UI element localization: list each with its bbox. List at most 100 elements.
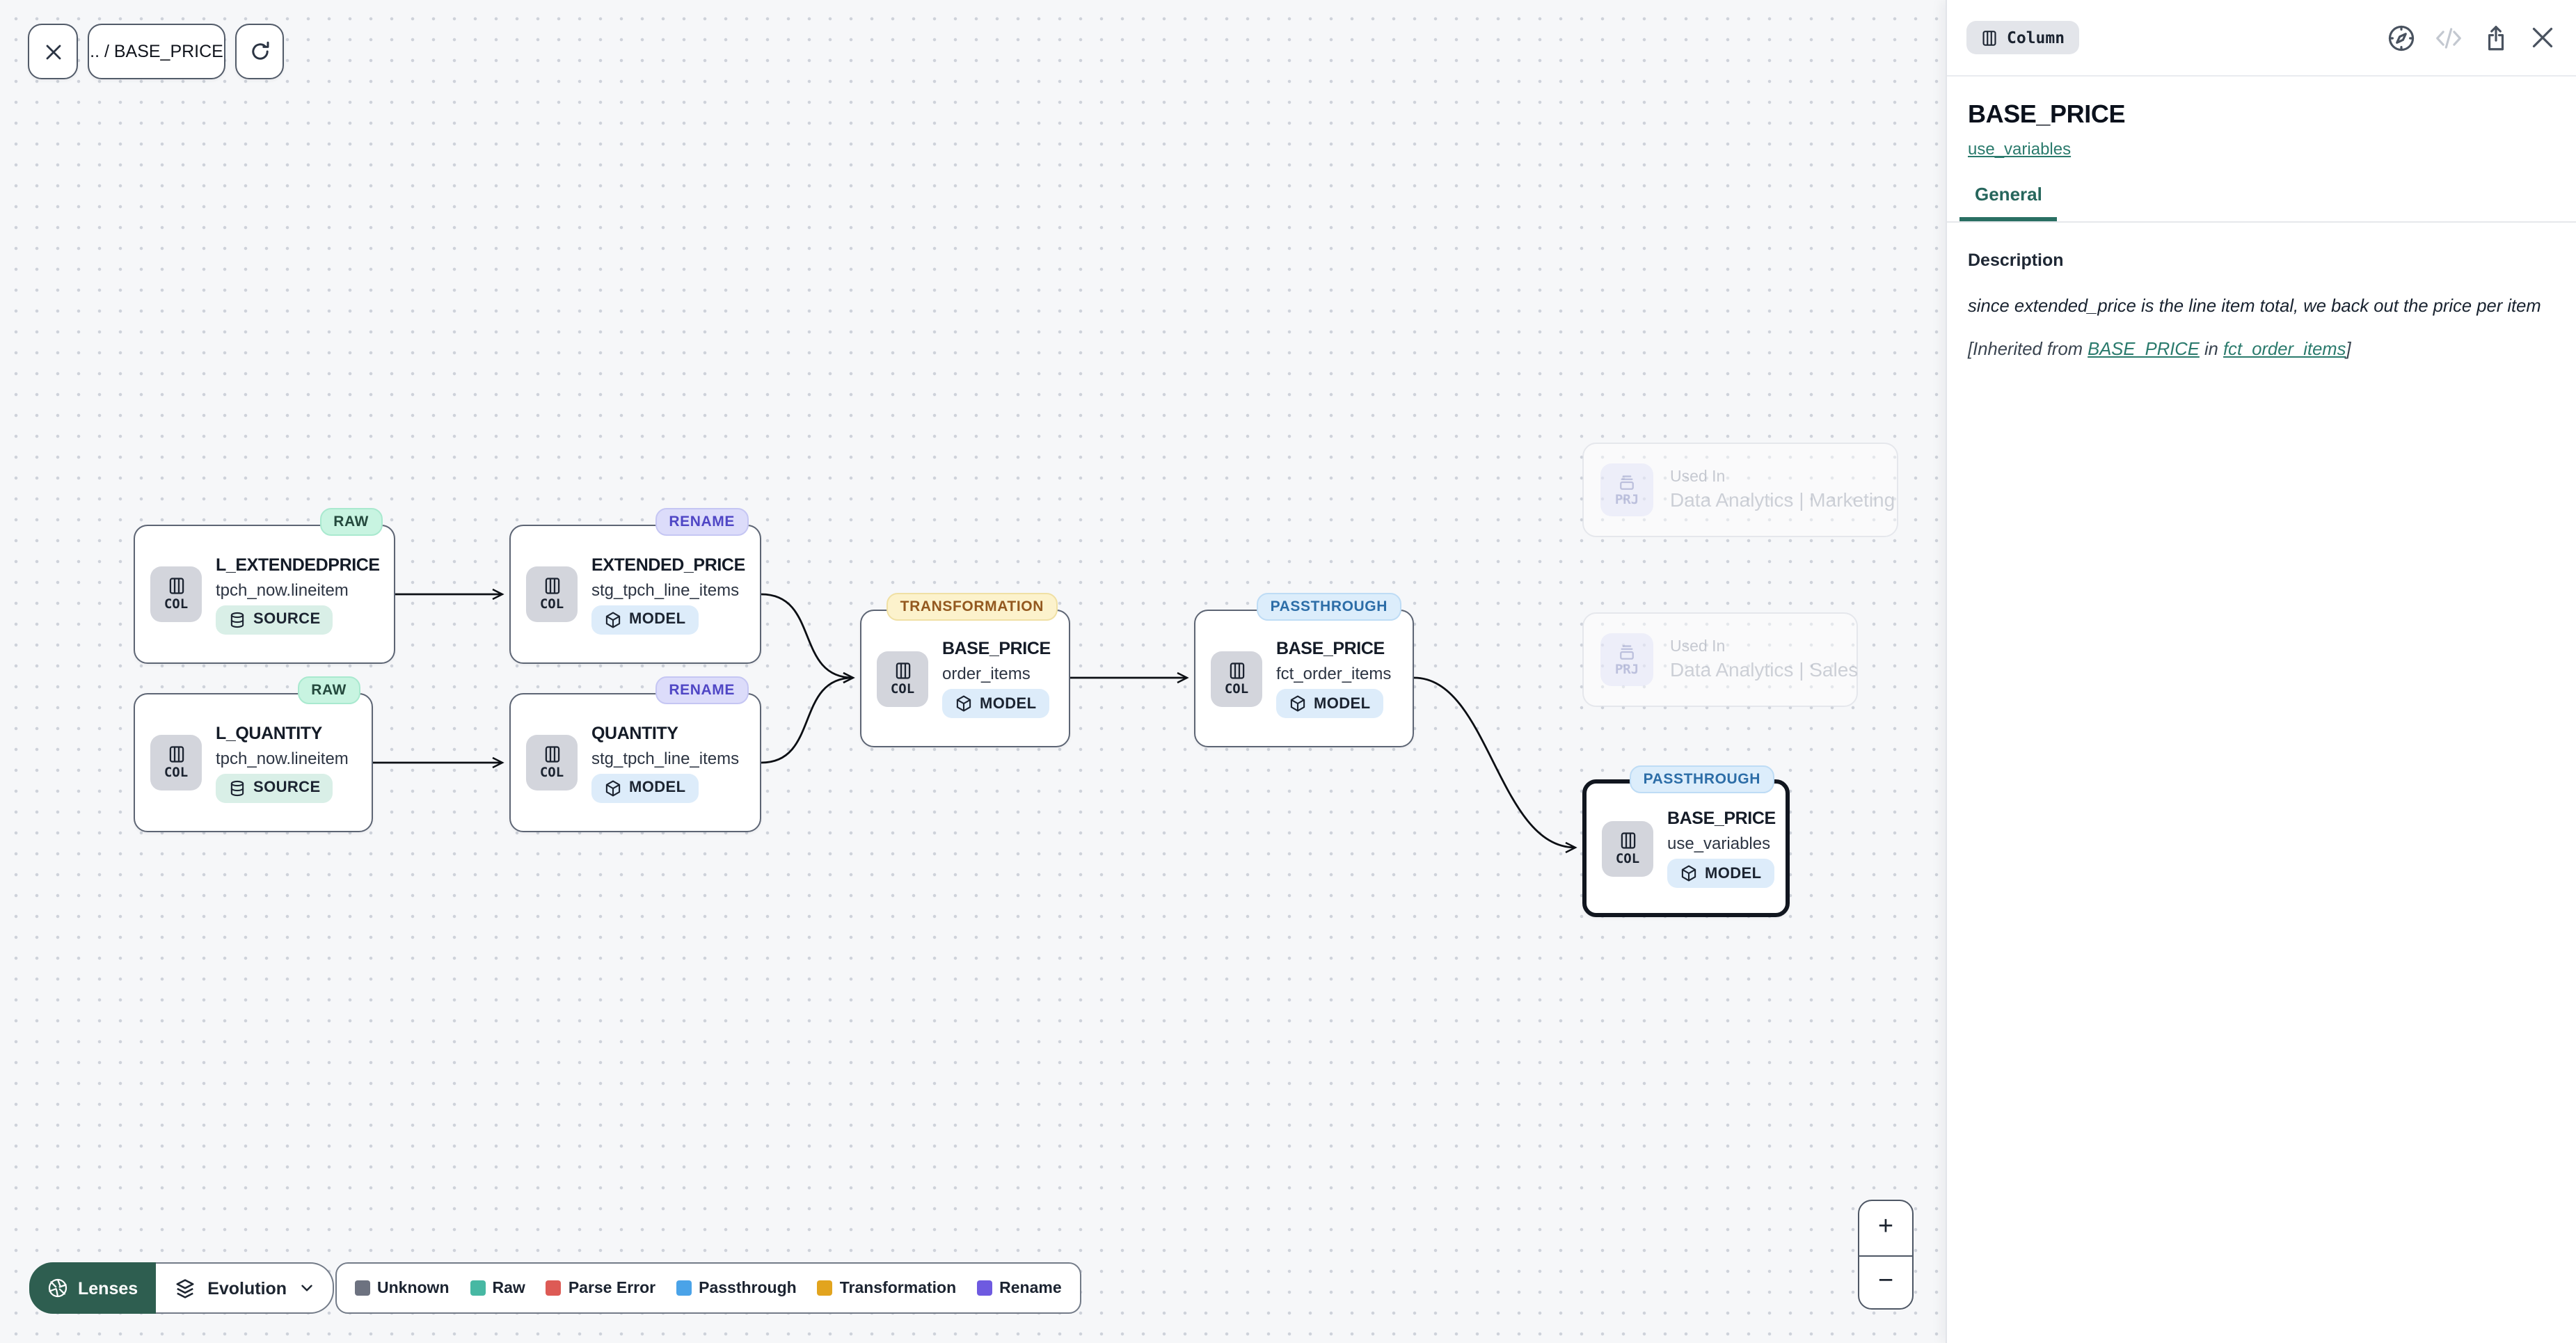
model-chip: MODEL <box>591 773 699 802</box>
used-in-project: Data Analytics | Marketing <box>1670 488 1895 511</box>
column-type-label: COL <box>164 597 189 612</box>
column-icon <box>542 576 562 596</box>
node-title: EXTENDED_PRICE <box>591 555 745 574</box>
legend: Unknown Raw Parse Error Passthrough Tran… <box>335 1262 1081 1314</box>
column-icon <box>542 745 562 764</box>
column-icon <box>166 576 186 596</box>
cube-icon <box>604 610 622 628</box>
column-type-label: COL <box>1224 681 1249 697</box>
project-icon <box>1617 472 1637 492</box>
node-l-quantity[interactable]: RAW COL L_QUANTITY tpch_now.lineitem SOU… <box>134 676 373 832</box>
source-chip: SOURCE <box>216 605 333 634</box>
detail-panel-header: Column <box>1947 0 2576 77</box>
database-icon <box>228 779 246 797</box>
cube-icon <box>1289 694 1307 713</box>
legend-item-transformation: Transformation <box>817 1280 956 1296</box>
legend-swatch <box>977 1280 993 1296</box>
tab-general[interactable]: General <box>1959 184 2058 221</box>
lens-selector[interactable]: Evolution <box>156 1262 335 1314</box>
used-in-card-marketing[interactable]: PRJ Used In Data Analytics | Marketing <box>1582 443 1898 537</box>
node-quantity[interactable]: RENAME COL QUANTITY stg_tpch_line_items … <box>509 676 761 832</box>
evolution-badge: TRANSFORMATION <box>886 593 1058 620</box>
zoom-controls: + − <box>1858 1200 1914 1310</box>
inherited-column-link[interactable]: BASE_PRICE <box>2088 337 2200 359</box>
used-in-card-sales[interactable]: PRJ Used In Data Analytics | Sales <box>1582 612 1858 707</box>
column-icon <box>166 745 186 764</box>
column-type-box: COL <box>526 566 578 622</box>
lenses-label: Lenses <box>78 1278 138 1298</box>
evolution-badge: PASSTHROUGH <box>1256 593 1401 620</box>
detail-panel: Column BASE_PRICE use_variables General … <box>1946 0 2576 1343</box>
edge <box>761 672 855 764</box>
chip-label: SOURCE <box>253 779 321 796</box>
chip-label: MODEL <box>629 779 686 796</box>
entity-type-label: Column <box>2007 28 2065 47</box>
compass-icon[interactable] <box>2387 23 2416 52</box>
chevron-down-icon <box>298 1279 316 1297</box>
cube-icon <box>604 779 622 797</box>
used-in-label: Used In <box>1670 639 1726 655</box>
chip-label: MODEL <box>980 695 1037 712</box>
project-icon <box>1617 642 1637 662</box>
node-title: BASE_PRICE <box>1276 639 1385 658</box>
evolution-badge: RAW <box>297 676 360 704</box>
lenses-control: Lenses Evolution <box>29 1262 335 1314</box>
description-heading: Description <box>1968 251 2064 270</box>
column-type-box: COL <box>526 735 578 790</box>
node-base-price-fct-order-items[interactable]: PASSTHROUGH COL BASE_PRICE fct_order_ite… <box>1194 593 1414 747</box>
node-subtitle: tpch_now.lineitem <box>216 580 349 599</box>
refresh-button[interactable] <box>235 24 284 79</box>
code-icon[interactable] <box>2434 23 2463 52</box>
legend-label: Rename <box>999 1280 1062 1296</box>
legend-swatch <box>676 1280 692 1296</box>
cube-icon <box>1680 864 1698 882</box>
column-type-label: COL <box>164 765 189 781</box>
node-base-price-order-items[interactable]: TRANSFORMATION COL BASE_PRICE order_item… <box>860 593 1070 747</box>
node-l-extendedprice[interactable]: RAW COL L_EXTENDEDPRICE tpch_now.lineite… <box>134 508 395 664</box>
description-body: since extended_price is the line item to… <box>1968 295 2541 316</box>
project-type-label: PRJ <box>1614 492 1639 507</box>
column-type-box: COL <box>877 651 928 706</box>
node-subtitle: tpch_now.lineitem <box>216 748 349 768</box>
chip-label: SOURCE <box>253 611 321 628</box>
close-panel-icon[interactable] <box>2529 24 2557 51</box>
legend-item-rename: Rename <box>977 1280 1062 1296</box>
breadcrumb[interactable]: .. / BASE_PRICE <box>88 24 225 79</box>
inherited-middle: in <box>2199 337 2224 359</box>
legend-label: Unknown <box>377 1280 450 1296</box>
zoom-out-button[interactable]: − <box>1859 1255 1912 1308</box>
column-type-box: COL <box>150 735 202 790</box>
legend-item-unknown: Unknown <box>355 1280 450 1296</box>
evolution-badge: RENAME <box>655 508 749 535</box>
zoom-in-button[interactable]: + <box>1877 1212 1894 1242</box>
legend-swatch <box>546 1280 562 1296</box>
column-icon <box>1227 660 1246 680</box>
node-extended-price[interactable]: RENAME COL EXTENDED_PRICE stg_tpch_line_… <box>509 508 761 664</box>
database-icon <box>228 610 246 628</box>
project-type-box: PRJ <box>1600 463 1653 516</box>
layers-icon <box>174 1277 196 1299</box>
node-subtitle: stg_tpch_line_items <box>591 580 740 599</box>
node-title: BASE_PRICE <box>942 639 1051 658</box>
legend-swatch <box>470 1280 486 1296</box>
column-type-label: COL <box>539 597 564 612</box>
refresh-icon <box>248 40 271 63</box>
node-title: QUANTITY <box>591 723 678 742</box>
node-base-price-use-variables[interactable]: PASSTHROUGH COL BASE_PRICE use_variables… <box>1582 765 1790 917</box>
model-chip: MODEL <box>1276 689 1383 718</box>
close-lineage-button[interactable] <box>28 24 78 79</box>
model-link[interactable]: use_variables <box>1968 139 2072 159</box>
project-type-box: PRJ <box>1600 633 1653 686</box>
model-chip: MODEL <box>942 689 1049 718</box>
entity-type-badge: Column <box>1966 21 2079 54</box>
legend-item-parse-error: Parse Error <box>546 1280 655 1296</box>
used-in-label: Used In <box>1670 469 1726 486</box>
evolution-badge: RENAME <box>655 676 749 704</box>
model-chip: MODEL <box>591 605 699 634</box>
used-in-project: Data Analytics | Sales <box>1670 658 1859 681</box>
share-icon[interactable] <box>2481 23 2511 52</box>
inherited-model-link[interactable]: fct_order_items <box>2223 337 2346 359</box>
lenses-button[interactable]: Lenses <box>29 1262 157 1314</box>
node-subtitle: stg_tpch_line_items <box>591 748 740 768</box>
